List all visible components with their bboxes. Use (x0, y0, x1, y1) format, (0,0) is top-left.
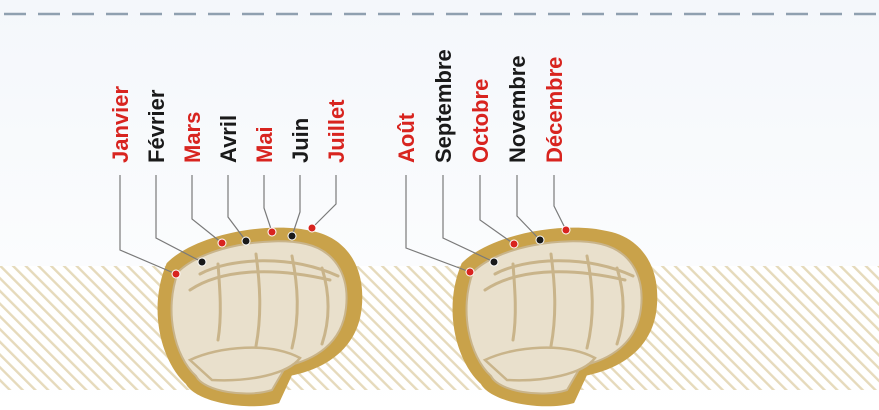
month-label-decembre: Décembre (542, 57, 567, 163)
month-label-novembre: Novembre (505, 55, 530, 163)
month-label-mai: Mai (252, 126, 277, 163)
month-label-janvier: Janvier (108, 86, 133, 163)
knuckle-dot-long (308, 224, 316, 232)
month-label-juin: Juin (288, 118, 313, 163)
month-label-fevrier: Février (144, 89, 169, 163)
knuckle-dot-long (218, 239, 226, 247)
month-label-mars: Mars (180, 112, 205, 163)
hatched-floor (0, 266, 879, 390)
knuckle-dot-long (268, 228, 276, 236)
month-label-septembre: Septembre (431, 49, 456, 163)
knuckle-dot-short (490, 258, 498, 266)
knuckle-dot-short (198, 258, 206, 266)
knuckle-dot-long (562, 226, 570, 234)
knuckle-dot-long (510, 240, 518, 248)
knuckle-dot-short (536, 236, 544, 244)
month-label-avril: Avril (216, 115, 241, 163)
month-label-aout: Août (394, 112, 419, 163)
knuckle-dot-long (466, 268, 474, 276)
month-label-juillet: Juillet (324, 99, 349, 163)
knuckle-dot-short (288, 232, 296, 240)
knuckle-dot-long (172, 270, 180, 278)
knuckle-dot-short (242, 237, 250, 245)
month-label-octobre: Octobre (468, 79, 493, 163)
